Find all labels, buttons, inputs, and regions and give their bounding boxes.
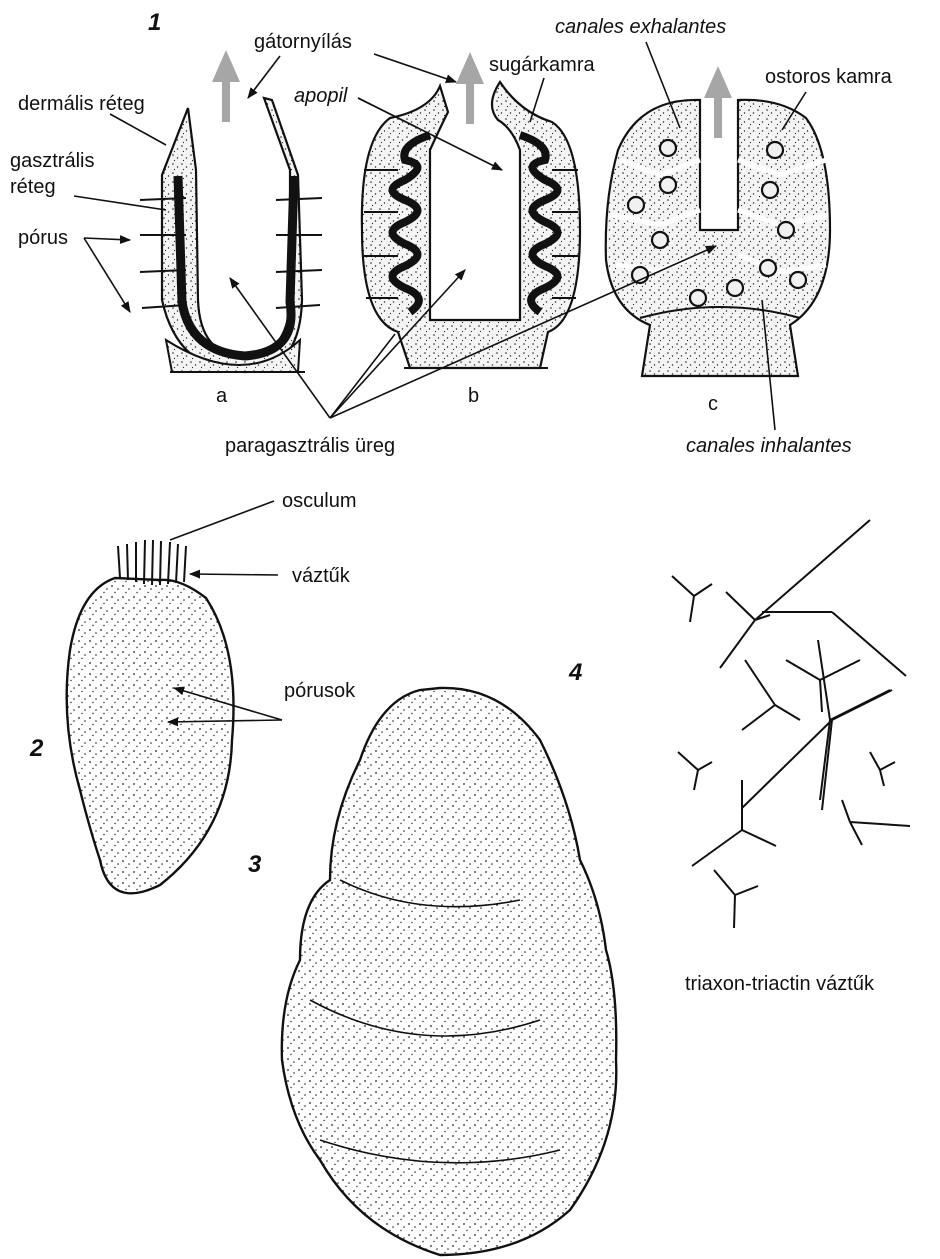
sponge-body [67, 578, 234, 893]
label-osculum: osculum [282, 490, 356, 512]
diagram-c-leuconoid [606, 100, 830, 376]
figure-number-2: 2 [29, 735, 44, 762]
label-porus: pórus [18, 227, 68, 249]
osculum-spicules [118, 540, 186, 585]
label-canales-inhalantes: canales inhalantes [686, 435, 852, 457]
label-triaxon-triactin: triaxon-triactin váztűk [685, 973, 875, 995]
label-ostoros-kamra: ostoros kamra [765, 66, 893, 88]
large-sponge-body [282, 688, 616, 1255]
label-sugarkamra: sugárkamra [489, 54, 595, 76]
label-canales-exhalantes: canales exhalantes [555, 16, 726, 38]
letter-b: b [468, 385, 479, 407]
sponge-figure-2 [67, 540, 234, 893]
figure-number-1: 1 [148, 9, 161, 36]
figure-number-4: 4 [568, 659, 582, 686]
letter-c: c [708, 393, 718, 415]
triaxon-spicules [672, 520, 910, 928]
label-porusok: pórusok [284, 680, 356, 702]
label-dermalis-reteg: dermális réteg [18, 93, 145, 115]
label-gasztralis-1: gasztrális [10, 150, 94, 172]
sponge-figure-3 [282, 688, 616, 1255]
label-vaztuk: váztűk [292, 565, 351, 587]
label-gatornyilas: gátornyílás [254, 31, 352, 53]
label-apopil: apopil [294, 85, 348, 107]
label-gasztralis-2: réteg [10, 176, 56, 198]
leuconoid-body [606, 100, 830, 376]
letter-a: a [216, 385, 228, 407]
diagram-b-syconoid [362, 82, 580, 368]
label-paragasztralis-ureg: paragasztrális üreg [225, 435, 395, 457]
figure-number-3: 3 [248, 851, 262, 878]
diagram-a-asconoid [140, 98, 322, 372]
